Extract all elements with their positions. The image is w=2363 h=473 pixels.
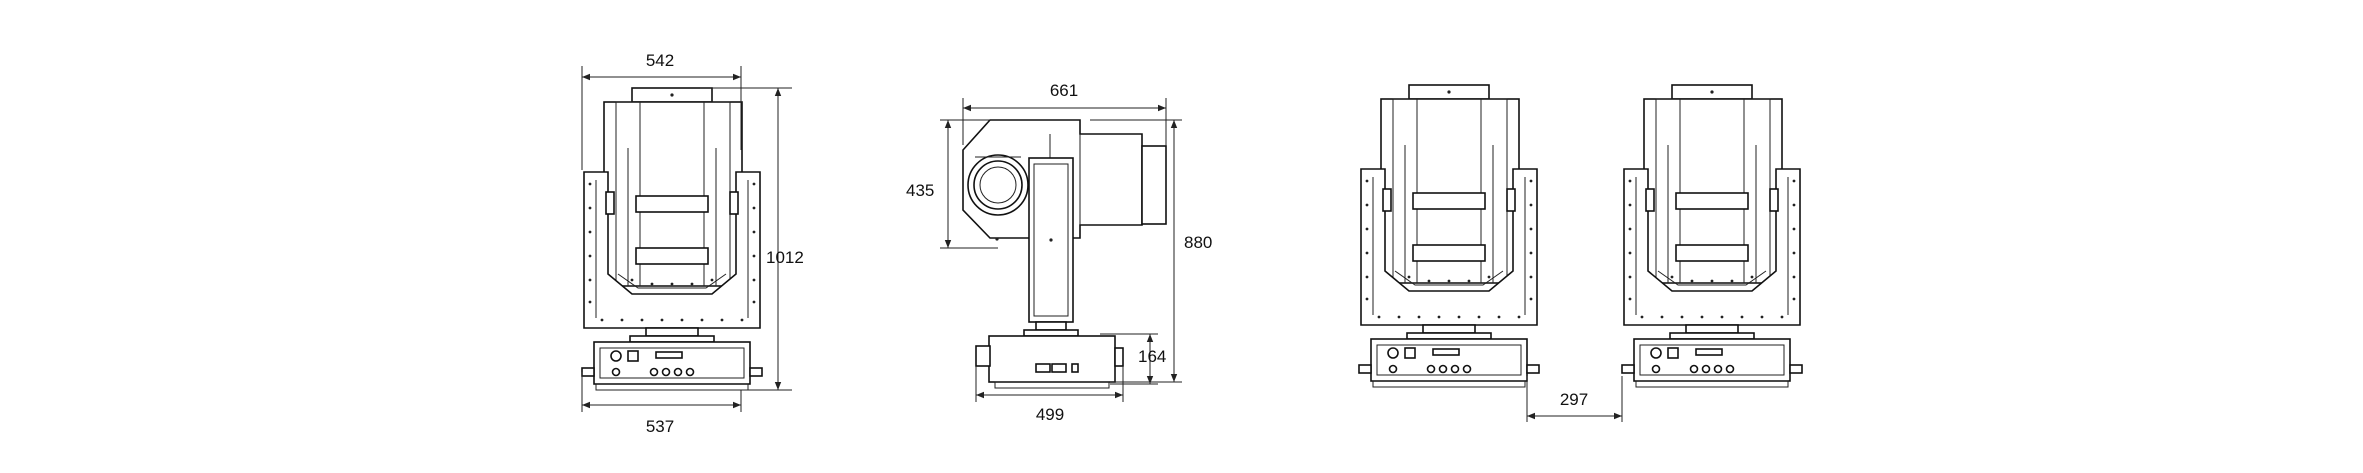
- label-pair-spacing: 297: [1560, 390, 1588, 409]
- label-side-head-height: 435: [906, 181, 934, 200]
- label-side-base-width: 499: [1036, 405, 1064, 424]
- label-front-height: 1012: [766, 248, 804, 267]
- dimension-front-width: 542: [581, 51, 742, 170]
- pair-fixture-left: [1358, 84, 1540, 388]
- dimension-side-height: 880: [1090, 119, 1212, 383]
- label-side-base-height: 164: [1138, 347, 1166, 366]
- dimension-front-height: 1012: [700, 87, 804, 391]
- label-side-height: 880: [1184, 233, 1212, 252]
- label-front-width: 542: [646, 51, 674, 70]
- pair-fixture-right: [1621, 84, 1803, 388]
- dimension-side-width: 661: [962, 81, 1167, 146]
- side-view-fixture: [962, 119, 1167, 389]
- dimension-side-head-height: 435: [906, 119, 998, 249]
- dimension-pair-spacing: 297: [1526, 376, 1623, 422]
- dimension-side-base-width: 499: [975, 366, 1124, 424]
- dimension-side-base-height: 164: [1100, 333, 1166, 385]
- label-front-base-width: 537: [646, 417, 674, 436]
- dimension-front-base-width: 537: [581, 372, 742, 436]
- label-side-width: 661: [1050, 81, 1078, 100]
- front-view-fixture: [581, 87, 763, 391]
